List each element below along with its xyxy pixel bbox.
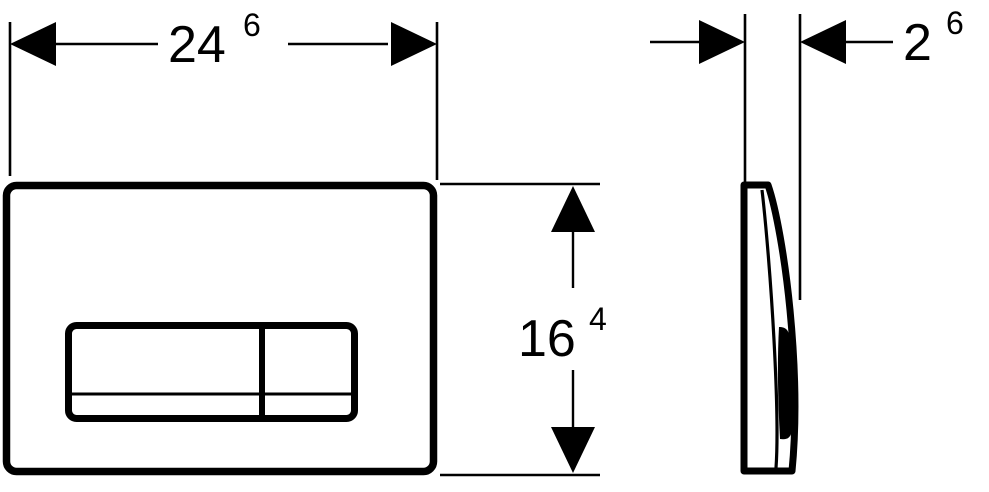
button-assembly — [65, 322, 358, 422]
button-edge — [777, 327, 794, 440]
front-view — [2, 181, 438, 476]
depth-dimension-value: 2 — [903, 14, 932, 72]
height-arrow-bottom-icon — [551, 427, 595, 473]
depth-arrow-left-icon — [699, 20, 745, 64]
width-dimension-value: 24 — [168, 16, 226, 74]
width-dimension: 24 6 — [8, 7, 439, 180]
width-arrow-left-icon — [10, 22, 56, 66]
plate-body — [2, 181, 438, 476]
width-dimension-superscript: 6 — [243, 7, 261, 43]
height-arrow-top-icon — [551, 186, 595, 232]
plate-profile-inner-line — [760, 189, 779, 469]
depth-dimension: 2 6 — [650, 5, 964, 300]
height-dimension-superscript: 4 — [589, 301, 607, 337]
height-dimension: 16 4 — [440, 182, 607, 477]
height-dimension-value: 16 — [518, 310, 576, 368]
depth-dimension-superscript: 6 — [946, 5, 964, 41]
plate-profile — [740, 181, 799, 475]
width-arrow-right-icon — [391, 22, 437, 66]
depth-arrow-right-icon — [800, 20, 846, 64]
side-view — [740, 181, 799, 475]
